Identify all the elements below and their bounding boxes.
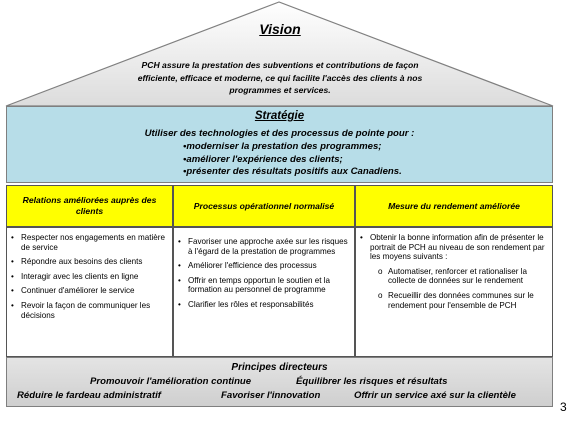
pillar-item: Clarifier les rôles et responsabilités (176, 300, 348, 310)
pillar-item: Améliorer l'efficience des processus (176, 261, 348, 271)
page-number: 3 (560, 400, 567, 414)
pillar-item: Interagir avec les clients en ligne (9, 272, 168, 282)
pillar-item: Respecter nos engagements en matière de … (9, 233, 168, 252)
pillar-body-processus: Favoriser une approche axée sur les risq… (173, 227, 355, 357)
principle-item: Réduire le fardeau administratif (17, 390, 161, 401)
pillar-item: Répondre aux besoins des clients (9, 257, 168, 267)
strategy-list: •moderniser la prestation des programmes… (183, 141, 402, 179)
pillar-item: Continuer d'améliorer le service (9, 286, 168, 296)
principles-base: Principes directeurs Promouvoir l'amélio… (6, 357, 553, 407)
strategy-item: •moderniser la prestation des programmes… (183, 141, 382, 152)
strategy-title: Stratégie (254, 110, 305, 122)
principle-item: Équilibrer les risques et résultats (296, 376, 448, 387)
vision-title: Vision (259, 21, 301, 37)
pillar-item: Offrir en temps opportun le soutien et l… (176, 276, 348, 295)
pillar-header-processus: Processus opérationnel normalisé (173, 185, 355, 227)
strategy-band: Stratégie Utiliser des technologies et d… (6, 106, 553, 183)
pillar-body-relations: Respecter nos engagements en matière de … (6, 227, 173, 357)
pillar-header-mesure: Mesure du rendement améliorée (355, 185, 553, 227)
pillar-item: Obtenir la bonne information afin de pré… (358, 233, 546, 262)
strategy-item: •présenter des résultats positifs aux Ca… (183, 166, 402, 177)
vision-text: PCH assure la prestation des subventions… (137, 60, 423, 95)
principles-title: Principes directeurs (231, 362, 328, 373)
pillar-sub-item: Recueillir des données communes sur le r… (376, 291, 546, 310)
principle-item: Offrir un service axé sur la clientèle (354, 390, 516, 401)
pillar-body-mesure: Obtenir la bonne information afin de pré… (355, 227, 553, 357)
pillar-header-relations: Relations améliorées auprès des clients (6, 185, 173, 227)
strategy-item: •améliorer l'expérience des clients; (183, 153, 343, 165)
principle-item: Promouvoir l'amélioration continue (90, 376, 252, 387)
pillar-sub-item: Automatiser, renforcer et rationaliser l… (376, 267, 546, 286)
principle-item: Favoriser l'innovation (221, 390, 321, 401)
strategy-intro: Utiliser des technologies et des process… (144, 128, 415, 139)
pillar-item: Favoriser une approche axée sur les risq… (176, 237, 348, 256)
pillar-item: Revoir la façon de communiquer les décis… (9, 301, 168, 320)
